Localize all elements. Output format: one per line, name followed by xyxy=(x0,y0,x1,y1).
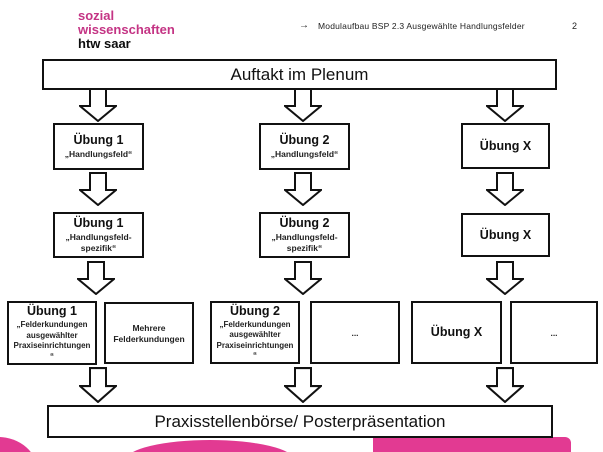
box-subtitle: „Handlungsfeld“ xyxy=(270,149,339,159)
box-title: Übung 1 xyxy=(73,133,124,147)
down-arrow-icon xyxy=(284,172,322,206)
box-subtitle: „Felderkundungen ausgewählter Praxiseinr… xyxy=(216,319,294,361)
box-uebung-1-felderkundungen: Übung 1 „Felderkundungen ausgewählter Pr… xyxy=(7,301,97,365)
down-arrow-icon xyxy=(79,172,117,206)
logo-line-sozial: sozial xyxy=(78,8,115,23)
down-arrow-icon xyxy=(79,367,117,403)
slide-header: → Modulaufbau BSP 2.3 Ausgewählte Handlu… xyxy=(299,20,577,32)
down-arrow-icon xyxy=(284,88,322,122)
decorative-circle-left xyxy=(0,437,38,452)
box-uebung-1-handlungsfeld: Übung 1 „Handlungsfeld“ xyxy=(53,123,144,170)
box-uebung-2-handlungsfeld: Übung 2 „Handlungsfeld“ xyxy=(259,123,350,170)
box-uebung-x-3: Übung X xyxy=(411,301,502,364)
box-uebung-x-1: Übung X xyxy=(461,123,550,169)
box-title: Übung X xyxy=(430,325,483,339)
decorative-circle-middle xyxy=(126,440,294,452)
box-subtitle: ... xyxy=(351,327,359,338)
page-number: 2 xyxy=(571,21,577,31)
box-subtitle: ... xyxy=(550,327,558,338)
box-subtitle: Mehrere Felderkundungen xyxy=(113,322,185,344)
box-title: Übung X xyxy=(479,138,532,153)
box-title: Übung 1 xyxy=(73,216,124,230)
down-arrow-icon xyxy=(79,88,117,122)
box-subtitle: „Felderkundungen ausgewählter Praxiseinr… xyxy=(13,320,91,361)
down-arrow-icon xyxy=(486,88,524,122)
box-auftakt-im-plenum: Auftakt im Plenum xyxy=(42,59,557,90)
down-arrow-icon xyxy=(486,261,524,295)
box-subtitle: „Handlungsfeld“ xyxy=(64,149,133,159)
box-uebung-x-2: Übung X xyxy=(461,213,550,257)
box-subtitle: „Handlungsfeld-spezifik“ xyxy=(65,232,132,253)
box-title: Übung 2 xyxy=(279,216,330,230)
box-uebung-2-felderkundungen: Übung 2 „Felderkundungen ausgewählter Pr… xyxy=(210,301,300,364)
box-uebung-2-handlungsfeldspezifik: Übung 2 „Handlungsfeld-spezifik“ xyxy=(259,212,350,258)
htw-saar-logo: sozial wissenschaften htw saar xyxy=(78,9,175,51)
logo-line-htw-saar: htw saar xyxy=(78,36,131,51)
box-title: Übung X xyxy=(479,227,532,242)
box-mehrere-felderkundungen: Mehrere Felderkundungen xyxy=(104,302,194,364)
box-title: Übung 2 xyxy=(230,303,280,318)
down-arrow-icon xyxy=(77,261,115,295)
box-ellipsis-1: ... xyxy=(310,301,400,364)
decorative-bar-right xyxy=(373,437,571,452)
box-praxisstellenboerse-posterpraesentation: Praxisstellenbörse/ Posterpräsentation xyxy=(47,405,553,438)
box-title: Übung 1 xyxy=(27,304,77,318)
arrow-bullet-icon: → xyxy=(299,20,309,31)
header-title: Modulaufbau BSP 2.3 Ausgewählte Handlung… xyxy=(318,21,525,31)
down-arrow-icon xyxy=(284,367,322,403)
down-arrow-icon xyxy=(284,261,322,295)
logo-line-wissenschaften: wissenschaften xyxy=(78,22,175,37)
box-subtitle: „Handlungsfeld-spezifik“ xyxy=(271,232,338,253)
down-arrow-icon xyxy=(486,367,524,403)
down-arrow-icon xyxy=(486,172,524,206)
box-title: Übung 2 xyxy=(279,133,330,147)
box-ellipsis-2: ... xyxy=(510,301,598,364)
box-uebung-1-handlungsfeldspezifik: Übung 1 „Handlungsfeld-spezifik“ xyxy=(53,212,144,258)
